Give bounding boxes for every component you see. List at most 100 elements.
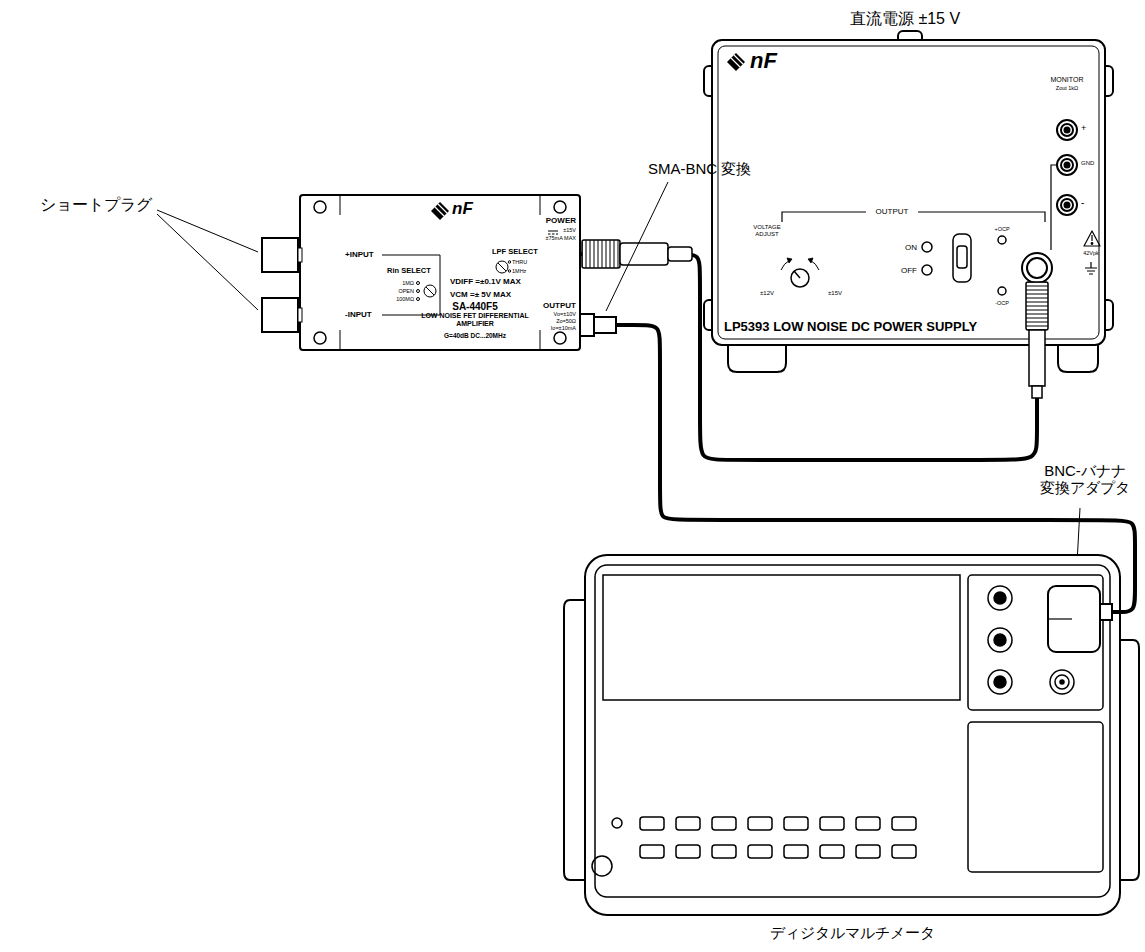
monitor-jacks-part: [1061, 124, 1073, 136]
panel-button: [712, 845, 736, 858]
amplifier-body-part: [314, 201, 326, 213]
amplifier-logo: [431, 202, 449, 220]
short-plug: [262, 238, 302, 332]
digital-multimeter: ディジタルマルチメータ: [585, 555, 1120, 915]
power-supply-body: [704, 31, 1113, 372]
voltage-knob-part: [791, 269, 809, 287]
monitor-jacks-part: [1065, 203, 1070, 208]
output-bracket-line-part: [782, 212, 866, 222]
differential-amplifier: SA-440F5LOW NOISE FET DIFFERENTIAL AMPLI…: [300, 195, 580, 350]
short-plug-part: [262, 298, 298, 332]
panel-marking: -: [1081, 197, 1084, 209]
rin-select-switch-part: [426, 287, 434, 295]
warning-symbol-part: [1085, 262, 1097, 274]
output-connector: [1022, 253, 1052, 283]
panel-marking: -OCP: [995, 300, 1009, 306]
monitor-jacks-part: [1065, 128, 1070, 133]
panel-marking: VOLTAGE ADJUST: [746, 224, 788, 238]
ocp-leds-part: [998, 287, 1006, 295]
output-connector-part: [1027, 258, 1047, 278]
panel-marking: Rin SELECT: [387, 267, 431, 276]
panel-marking: OPEN: [398, 288, 414, 294]
multimeter-body-part: [1120, 640, 1139, 880]
input-terminals-part: [988, 586, 1012, 610]
warning-symbol-part: [1091, 243, 1093, 245]
voltage-knob-part: [787, 258, 792, 263]
device-marking: G=40dB DC...20MHz: [444, 332, 506, 339]
dc-symbol-part: [548, 234, 558, 235]
voltage-knob-part: [794, 271, 800, 278]
bnc-banana-adapter: [1048, 586, 1121, 652]
voltage-knob-part: [808, 258, 813, 263]
amplifier-body-part: [554, 201, 566, 213]
panel-button: [820, 817, 844, 830]
panel-marking: POWER: [546, 216, 576, 225]
multimeter-body: [564, 555, 1139, 915]
output-switch: [922, 234, 971, 282]
power-cable-plug-part: [1029, 330, 1045, 386]
panel-button: [856, 845, 880, 858]
short-plug-part: [298, 308, 302, 322]
input-terminals-part: [1050, 670, 1074, 694]
power-supply-body-part: [1058, 345, 1098, 372]
short-plug-part: [262, 238, 298, 272]
panel-marking: ±75mA MAX: [545, 235, 576, 241]
panel-button: [784, 817, 808, 830]
panel-marking: OUTPUT: [543, 301, 576, 310]
power-supply-body-part: [718, 46, 1099, 339]
lpf-select-switch-part: [508, 261, 510, 263]
lpf-select-switch-part: [496, 261, 508, 273]
front-panel-buttons-part: [612, 818, 622, 828]
power-connector-plug-part: [620, 243, 668, 265]
panel-button: [676, 817, 700, 830]
amplifier-body-part: [340, 195, 540, 350]
panel-button: [784, 845, 808, 858]
front-panel-buttons: [592, 817, 916, 876]
panel-button: [640, 845, 664, 858]
power-supply-body-part: [728, 345, 786, 372]
leader-line-part: [157, 210, 258, 252]
callout-label: ショートプラグ: [40, 196, 152, 214]
panel-marking: OFF: [901, 266, 917, 275]
panel-button: [856, 817, 880, 830]
callout-label: SMA-BNC 変換: [648, 160, 751, 177]
power-cable-plug-part: [1026, 282, 1048, 330]
input-bracket-part: [382, 255, 440, 315]
output-switch-part: [957, 246, 967, 268]
power-connector-plug-part: [582, 240, 620, 268]
device-marking: LOW NOISE FET DIFFERENTIAL AMPLIFIER: [416, 312, 534, 329]
output-switch-part: [922, 265, 932, 275]
panel-marking: +INPUT: [345, 250, 374, 259]
multimeter-body-part: [968, 722, 1103, 872]
panel-marking: LPF SELECT: [492, 248, 538, 257]
bnc-banana-adapter-part: [1100, 604, 1112, 620]
monitor-jacks-part: [1065, 163, 1070, 168]
panel-button: [892, 845, 916, 858]
panel-marking: ±12V: [760, 290, 774, 297]
panel-marking: nF: [452, 199, 473, 219]
monitor-jacks-part: [1061, 159, 1073, 171]
input-terminals-part: [994, 634, 1006, 646]
panel-marking: 1MHz: [512, 268, 526, 274]
power-connector-plug: [582, 240, 692, 268]
warning-symbol-part: [1091, 235, 1092, 241]
front-panel-buttons-part: [592, 856, 612, 876]
input-terminals-part: [994, 592, 1006, 604]
power-supply-logo-part: [727, 53, 745, 71]
power-supply: 直流電源 ±15 VLP5393 LOW NOISE DC POWER SUPP…: [712, 40, 1105, 345]
panel-marking: VCM =± 5V MAX: [450, 290, 511, 299]
multimeter-body-part: [585, 555, 1120, 915]
panel-marking: +OCP: [994, 226, 1009, 232]
callout-label: BNC-バナナ 変換アダプタ: [1036, 462, 1134, 497]
panel-button: [748, 817, 772, 830]
warning-symbol: [1084, 231, 1100, 274]
ocp-leds: [998, 236, 1006, 295]
sma-bnc-adapter-part: [580, 314, 594, 336]
monitor-jacks-part: [1057, 120, 1077, 140]
panel-button: [676, 845, 700, 858]
multimeter-body-part: [968, 575, 1103, 710]
panel-marking: -INPUT: [345, 310, 372, 319]
monitor-jacks-part: [1057, 195, 1077, 215]
